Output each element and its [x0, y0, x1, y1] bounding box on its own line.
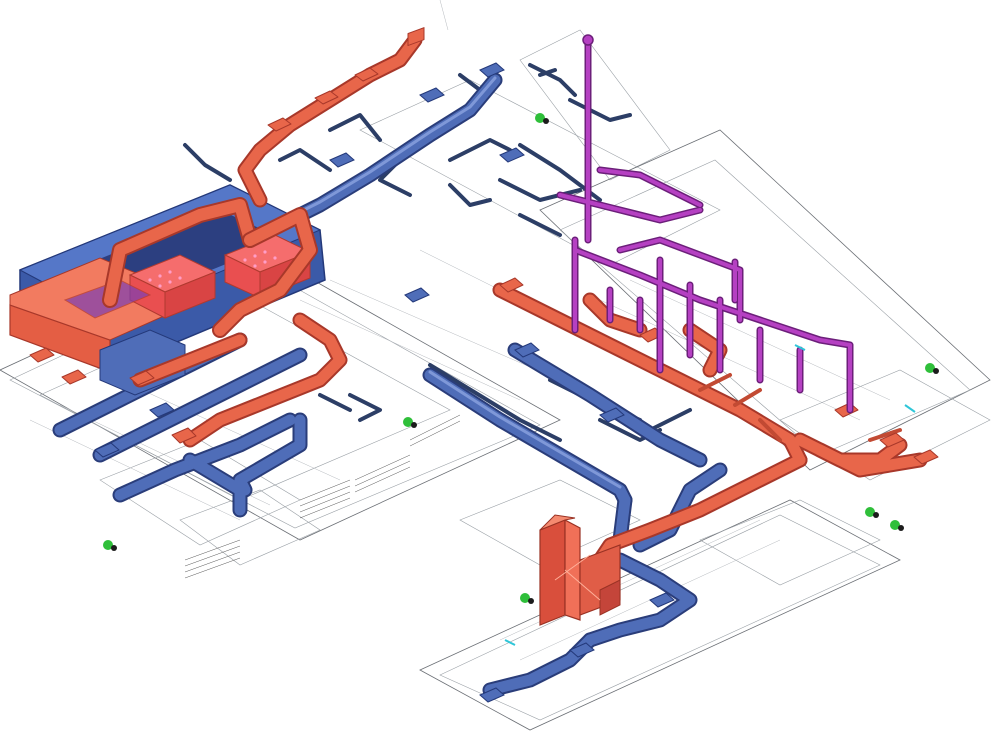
vertical-pipe-network — [556, 34, 854, 414]
supply-duct-network — [29, 27, 939, 568]
green-section-marker-icon — [520, 593, 534, 604]
green-section-marker-icon — [103, 540, 117, 551]
green-section-marker-icon — [535, 113, 549, 124]
air-handling-unit-block — [9, 184, 326, 396]
green-section-marker-icon — [865, 507, 879, 518]
green-section-marker-icon — [403, 417, 417, 428]
supply-riser-shaft — [539, 514, 621, 626]
green-section-marker-icon — [890, 520, 904, 531]
terminal-units — [94, 62, 675, 703]
green-section-marker-icon — [925, 363, 939, 374]
section-markers — [103, 113, 939, 604]
cyan-accents — [504, 344, 916, 646]
